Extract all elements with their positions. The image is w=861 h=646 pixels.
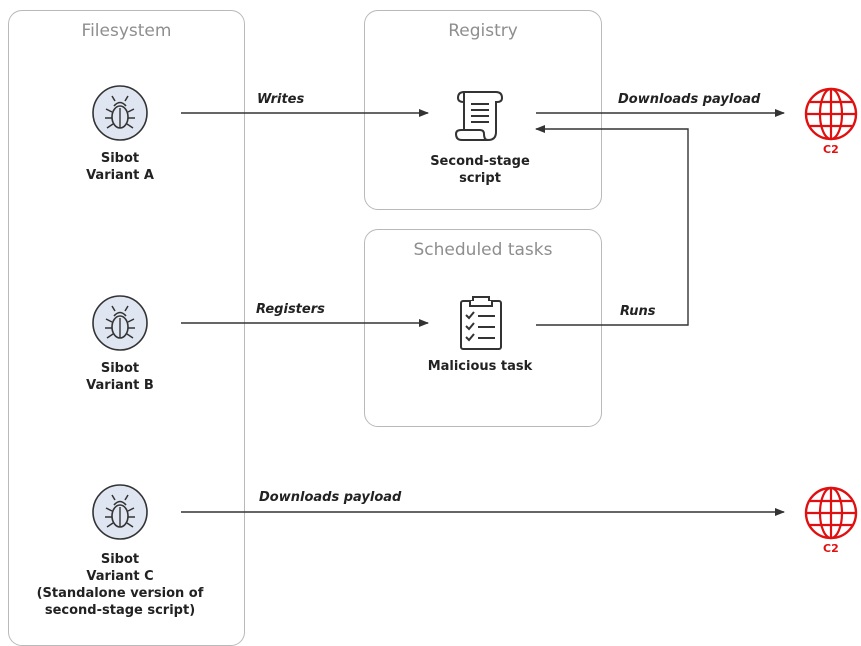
registry-title: Registry (448, 21, 518, 41)
runs-arrow (535, 125, 689, 326)
second-stage-script-label: Second-stage script (430, 154, 530, 186)
globe-icon (804, 486, 858, 540)
bug-icon (92, 484, 148, 540)
writes-edge-label: Writes (257, 92, 305, 107)
bug-icon (92, 85, 148, 141)
scroll-icon (454, 91, 504, 141)
downloads-payload-bottom-label: Downloads payload (259, 490, 402, 505)
registry-container: Registry (364, 10, 602, 210)
c2-top-label: C2 (823, 143, 839, 156)
clipboard-checklist-icon (460, 296, 502, 350)
scheduled-tasks-title: Scheduled tasks (413, 240, 553, 260)
bug-icon (92, 295, 148, 351)
runs-edge-label: Runs (620, 304, 656, 319)
malicious-task-label: Malicious task (427, 359, 533, 374)
variant-c-label: Sibot Variant C (Standalone version of s… (36, 552, 204, 618)
variant-b-label: Sibot Variant B (86, 361, 154, 393)
downloads-payload-top-label: Downloads payload (618, 92, 761, 107)
c2-bottom-label: C2 (823, 542, 839, 555)
globe-icon (804, 87, 858, 141)
registers-edge-label: Registers (256, 302, 325, 317)
filesystem-title: Filesystem (81, 21, 172, 41)
variant-a-label: Sibot Variant A (86, 151, 154, 183)
